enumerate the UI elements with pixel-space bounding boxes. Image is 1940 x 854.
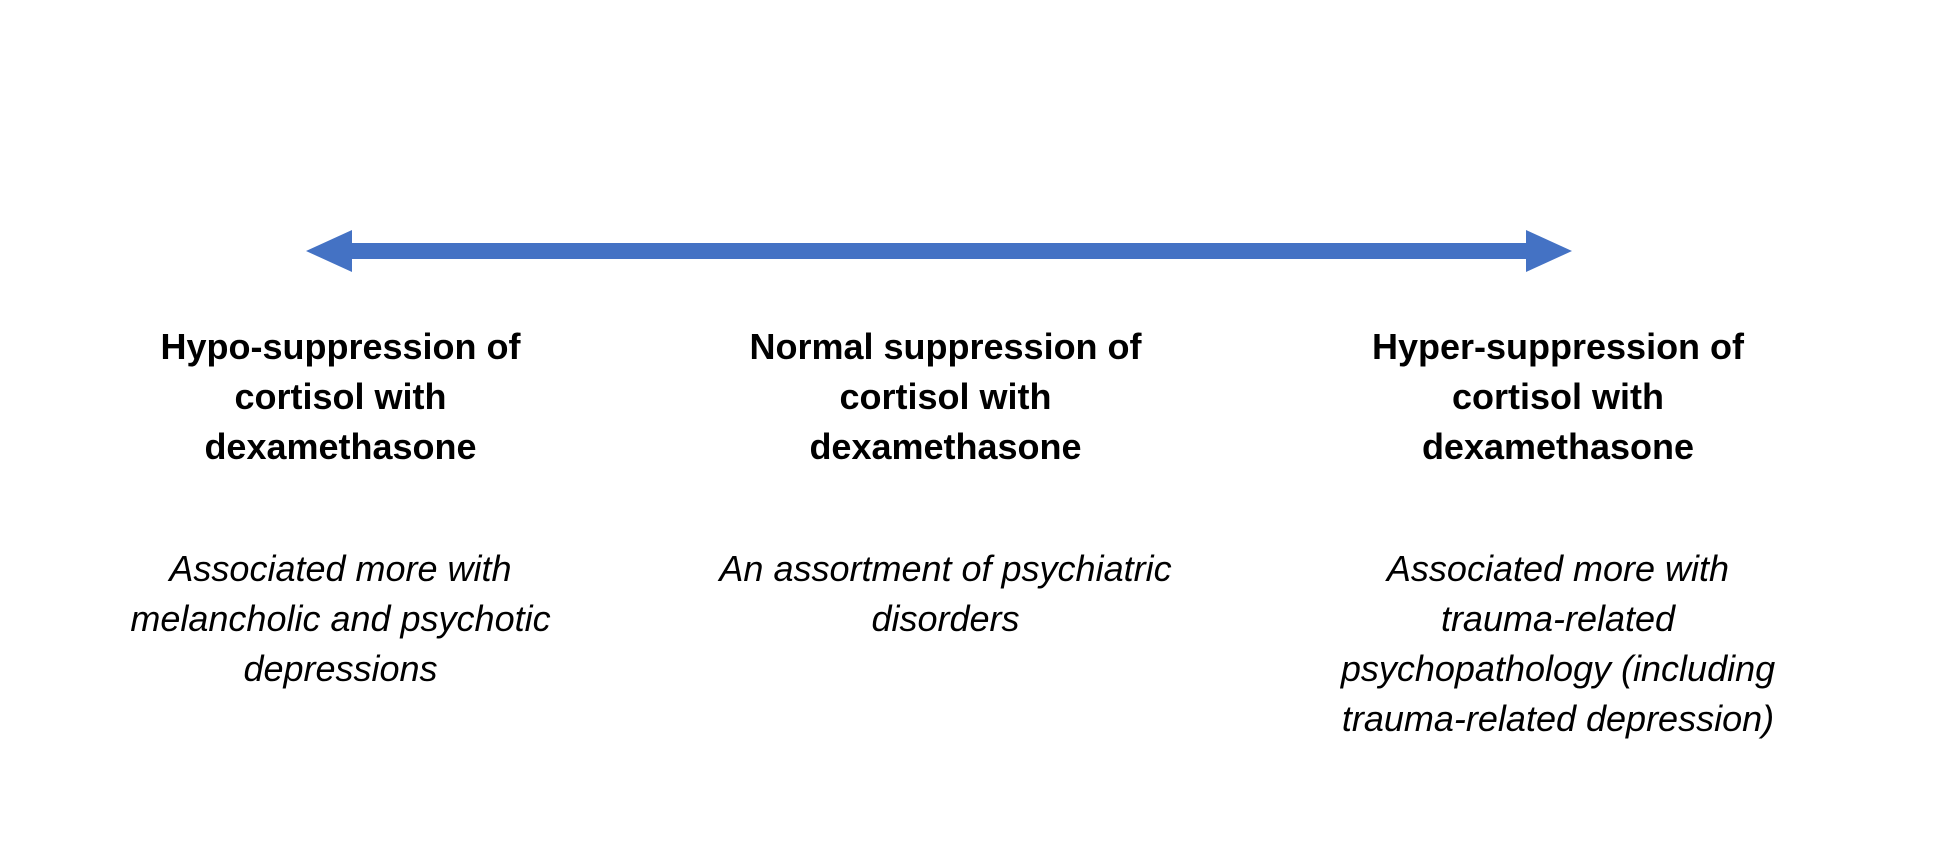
hyper-suppression-heading: Hyper-suppression of cortisol with dexam… bbox=[1371, 326, 1745, 467]
normal-suppression-heading: Normal suppression of cortisol with dexa… bbox=[749, 326, 1142, 467]
hypo-suppression-heading: Hypo-suppression of cortisol with dexame… bbox=[160, 326, 521, 467]
normal-suppression-description: An assortment of psychiatric disorders bbox=[719, 548, 1172, 639]
hyper-suppression-description: Associated more with trauma-related psyc… bbox=[1340, 548, 1776, 739]
hypo-suppression-description: Associated more with melancholic and psy… bbox=[130, 548, 551, 689]
column-hypo-suppression: Hypo-suppression of cortisol with dexame… bbox=[108, 304, 573, 712]
double-headed-arrow bbox=[306, 230, 1572, 272]
column-hyper-suppression: Hyper-suppression of cortisol with dexam… bbox=[1323, 304, 1793, 762]
column-normal-suppression: Normal suppression of cortisol with dexa… bbox=[713, 304, 1178, 662]
arrow-left-head-icon bbox=[306, 230, 352, 272]
arrow-right-head-icon bbox=[1526, 230, 1572, 272]
arrow-shaft bbox=[346, 243, 1532, 259]
